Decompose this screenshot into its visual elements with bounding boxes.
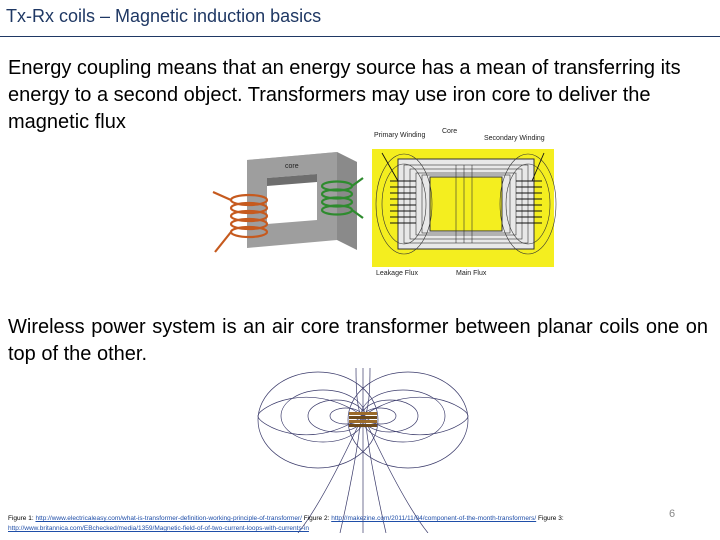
core-label: core [285, 163, 299, 170]
leakage-flux-lines [375, 153, 557, 255]
primary-winding [381, 152, 416, 224]
core-label: Core [442, 128, 457, 135]
intro-paragraph: Energy coupling means that an energy sou… [8, 57, 681, 133]
main-flux-lines [403, 164, 529, 244]
coil-stack [349, 412, 377, 427]
secondary-winding [516, 152, 545, 224]
wireless-paragraph: Wireless power system is an air core tra… [8, 316, 708, 365]
secondary-coil [320, 177, 364, 219]
page-number: 6 [669, 508, 676, 520]
figure-references: Figure 1: http://www.electricaleasy.com/… [8, 514, 658, 534]
core-front-face [247, 152, 337, 248]
title-divider [0, 36, 720, 37]
iron-core-transformer-figure: core [212, 152, 364, 253]
leakage-flux-label: Leakage Flux [376, 270, 419, 277]
secondary-winding-label: Secondary Winding [484, 135, 545, 142]
primary-coil [212, 190, 269, 253]
fig3-ref-link[interactable]: http://www.britannica.com/EBchecked/medi… [8, 525, 309, 532]
core-side-face [337, 152, 357, 250]
center-limb-flux [455, 165, 473, 243]
slide-title: Tx-Rx coils – Magnetic induction basics [6, 6, 322, 26]
core-outline [397, 158, 535, 250]
main-flux-label: Main Flux [456, 270, 487, 277]
magnetic-field-figure [257, 368, 469, 533]
fig1-ref-link[interactable]: http://www.electricaleasy.com/what-is-tr… [35, 515, 302, 522]
field-lines [257, 368, 469, 533]
fig1-ref-prefix: Figure 1: [8, 515, 36, 522]
fig3-ref-prefix: Figure 3: [536, 515, 564, 522]
fig2-ref-prefix: Figure 2: [301, 515, 332, 522]
primary-winding-label: Primary Winding [374, 132, 425, 139]
transformer-flux-diagram: Primary Winding Core Secondary Winding [372, 128, 557, 277]
core-inner-shadow [267, 174, 317, 186]
fig2-ref-link[interactable]: http://makezine.com/2011/11/04/component… [331, 515, 537, 522]
